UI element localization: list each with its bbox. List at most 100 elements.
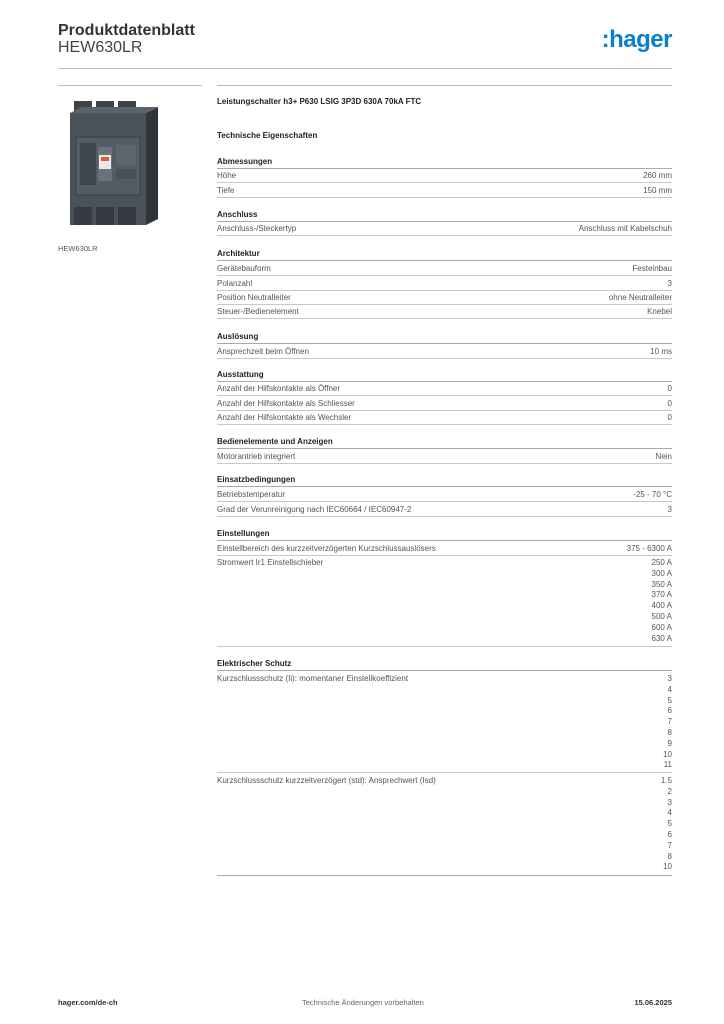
- spec-label: Stromwert Ir1 Einstellschieber: [217, 558, 324, 567]
- spec-label: Anzahl der Hilfskontakte als Öffner: [217, 384, 341, 393]
- spec-value: 350 A: [651, 579, 672, 589]
- section-divider: [217, 221, 672, 222]
- spec-value: 10: [663, 749, 672, 759]
- section-divider: [217, 448, 672, 449]
- row-divider: [217, 516, 672, 517]
- spec-value: 5: [667, 695, 672, 705]
- row-divider: [217, 182, 672, 183]
- spec-value: 7: [667, 840, 672, 850]
- footer-website-link[interactable]: hager.com/de-ch: [58, 998, 118, 1007]
- spec-value: Anschluss mit Kabelschuh: [578, 224, 672, 233]
- row-divider: [217, 304, 672, 305]
- spec-label: Motorantrieb integriert: [217, 452, 296, 461]
- spec-label: Einstellbereich des kurzzeitverzögerten …: [217, 544, 436, 553]
- spec-row: Kurzschlussschutz kurzzeitverzögert (std…: [217, 776, 672, 874]
- spec-value: 4: [667, 808, 672, 818]
- circuit-breaker-product-image: [58, 95, 202, 235]
- row-divider: [217, 395, 672, 396]
- spec-value: 300 A: [651, 568, 672, 578]
- spec-value: 375 - 6300 A: [626, 544, 672, 553]
- spec-value: 0: [667, 399, 672, 408]
- spec-value: 9: [667, 738, 672, 748]
- spec-value: 4: [667, 684, 672, 694]
- row-divider: [217, 501, 672, 502]
- spec-value: 8: [667, 851, 672, 861]
- hager-logo: :hager: [601, 26, 673, 53]
- section-architektur-title: Architektur: [217, 249, 260, 258]
- spec-label: Anschluss-/Steckertyp: [217, 224, 297, 233]
- row-divider: [217, 772, 672, 773]
- spec-label: Höhe: [217, 171, 237, 180]
- footer-disclaimer: Technische Änderungen vorbehalten: [302, 998, 424, 1007]
- spec-value: Festeinbau: [632, 264, 672, 273]
- spec-value: 630 A: [651, 633, 672, 643]
- row-divider: [217, 555, 672, 556]
- spec-label: Kurzschlussschutz kurzzeitverzögert (std…: [217, 776, 436, 785]
- section-anschluss-title: Anschluss: [217, 210, 258, 219]
- row-divider: [217, 424, 672, 425]
- header-divider: [58, 68, 672, 69]
- spec-value: 0: [667, 413, 672, 422]
- spec-value: 3: [667, 797, 672, 807]
- spec-value: 0: [667, 384, 672, 393]
- spec-label: Anzahl der Hilfskontakte als Schliesser: [217, 399, 355, 408]
- spec-label: Position Neutralleiter: [217, 293, 291, 302]
- document-title: Produktdatenblatt: [58, 22, 195, 39]
- section-divider: [217, 540, 672, 541]
- row-divider: [217, 235, 672, 236]
- spec-label: Anzahl der Hilfskontakte als Wechsler: [217, 413, 352, 422]
- content-column: [217, 85, 672, 86]
- spec-value-list: 3 4 5 6 7 8 9 10 11: [663, 674, 672, 771]
- spec-value: 400 A: [651, 601, 672, 611]
- spec-value: -25 - 70 °C: [633, 490, 672, 499]
- spec-value: 260 mm: [643, 171, 672, 180]
- spec-value: 2: [667, 786, 672, 796]
- section-ausstattung-title: Ausstattung: [217, 370, 264, 379]
- spec-label: Polanzahl: [217, 279, 253, 288]
- image-caption: HEW630LR: [58, 244, 98, 253]
- spec-value: 10 ms: [650, 347, 672, 356]
- spec-value: 600 A: [651, 622, 672, 632]
- spec-label: Tiefe: [217, 186, 235, 195]
- footer-date: 15.06.2025: [634, 998, 672, 1007]
- section-divider: [217, 343, 672, 344]
- spec-value: 11: [663, 760, 672, 770]
- spec-label: Betriebstemperatur: [217, 490, 286, 499]
- spec-label: Gerätebauform: [217, 264, 271, 273]
- section-einsatzbedingungen-title: Einsatzbedingungen: [217, 475, 296, 484]
- spec-value: 7: [667, 717, 672, 727]
- row-divider: [217, 197, 672, 198]
- row-divider: [217, 290, 672, 291]
- section-elektrischer-schutz-title: Elektrischer Schutz: [217, 659, 292, 668]
- image-column-divider: [58, 85, 202, 86]
- row-divider: [217, 275, 672, 276]
- row-divider: [217, 318, 672, 319]
- page-header: Produktdatenblatt HEW630LR :hager: [58, 22, 673, 68]
- row-divider: [217, 410, 672, 411]
- spec-label: Grad der Verunreinigung nach IEC60664 / …: [217, 505, 412, 514]
- section-divider: [217, 260, 672, 261]
- product-title: Leistungschalter h3+ P630 LSIG 3P3D 630A…: [217, 97, 422, 106]
- section-divider: [217, 486, 672, 487]
- section-divider: [217, 381, 672, 382]
- content-top-divider: [217, 85, 672, 86]
- section-bedienelemente-title: Bedienelemente und Anzeigen: [217, 437, 333, 446]
- spec-value: 250 A: [651, 558, 672, 567]
- spec-value: 6: [667, 829, 672, 839]
- section-einstellungen-title: Einstellungen: [217, 529, 270, 538]
- section-divider: [217, 670, 672, 671]
- spec-label: Kurzschlussschutz (Ii): momentaner Einst…: [217, 674, 409, 683]
- row-divider: [217, 358, 672, 359]
- section-ausloesung-title: Auslösung: [217, 332, 259, 341]
- spec-value: 5: [667, 819, 672, 829]
- row-divider: [217, 646, 672, 647]
- section-abmessungen-title: Abmessungen: [217, 157, 273, 166]
- row-divider: [217, 875, 672, 876]
- spec-value-list: 1.5 2 3 4 5 6 7 8 10: [661, 776, 672, 873]
- spec-label: Ansprechzeit beim Öffnen: [217, 347, 309, 356]
- spec-label: Steuer-/Bedienelement: [217, 307, 299, 316]
- spec-value: ohne Neutralleiter: [608, 293, 672, 302]
- spec-value: 150 mm: [643, 186, 672, 195]
- product-code: HEW630LR: [58, 39, 143, 56]
- spec-value: 6: [667, 706, 672, 716]
